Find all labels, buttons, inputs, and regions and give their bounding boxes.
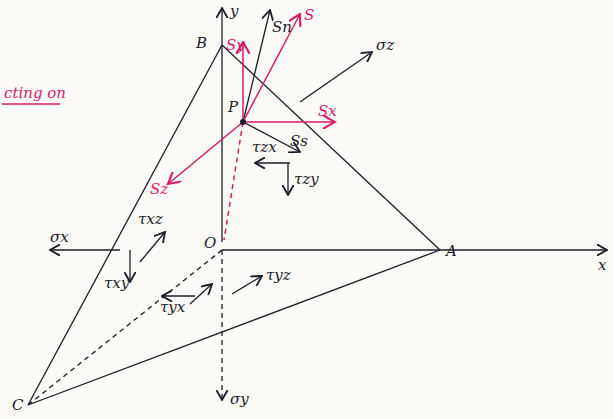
stress-label: τzy bbox=[294, 172, 319, 187]
point-label: O bbox=[204, 236, 216, 251]
force-label: S bbox=[304, 8, 314, 23]
note-text: cting on bbox=[4, 86, 66, 101]
stress-label: σx bbox=[50, 230, 69, 245]
stress-label: τyz bbox=[266, 268, 291, 283]
force-label: Sn bbox=[272, 20, 292, 35]
stress-label: τxy bbox=[104, 276, 129, 291]
axis-label: x bbox=[598, 258, 606, 273]
point-label: C bbox=[12, 398, 23, 413]
force-label: Ss bbox=[290, 134, 308, 149]
force-label: Sz bbox=[150, 182, 168, 197]
stress-label: τxz bbox=[138, 212, 163, 227]
axis-label: y bbox=[230, 4, 238, 19]
force-label: Sx bbox=[318, 104, 337, 119]
stress-label: σz bbox=[376, 38, 394, 53]
stress-label: τyx bbox=[160, 300, 185, 315]
stress-label: τzx bbox=[252, 140, 277, 155]
force-label: Sy bbox=[226, 38, 245, 53]
point-label: A bbox=[446, 244, 457, 259]
point-label: P bbox=[228, 100, 238, 115]
stress-label: σy bbox=[230, 392, 249, 407]
point-label: B bbox=[196, 36, 207, 51]
